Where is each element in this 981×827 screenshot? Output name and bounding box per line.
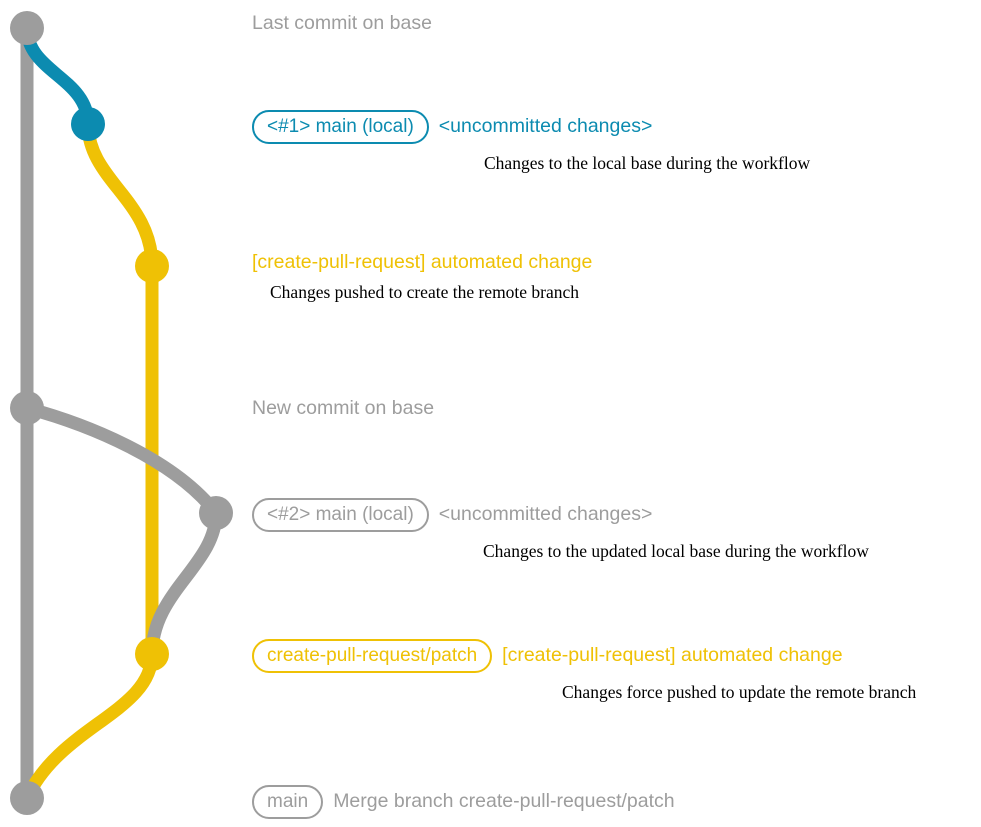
commit-node-local-2[interactable] bbox=[199, 496, 233, 530]
commit-body: Changes pushed to create the remote bran… bbox=[270, 281, 580, 302]
ref-badge-local-1[interactable]: <#1> main (local) bbox=[252, 110, 429, 144]
commit-subject: Last commit on base bbox=[252, 12, 432, 34]
edge-base-to-local-1 bbox=[20, 21, 95, 131]
commit-subject: [create-pull-request] automated change bbox=[502, 644, 843, 667]
commit-body: Changes to the updated local base during… bbox=[483, 541, 869, 561]
commit-row-automated-change-1: [create-pull-request] automated change C… bbox=[252, 251, 593, 303]
edge-patch-2-to-merge bbox=[20, 647, 159, 805]
edge-local-2-to-patch-2 bbox=[145, 506, 223, 661]
commit-row-line: <#1> main (local) <uncommitted changes> bbox=[252, 110, 810, 144]
commit-subject: Merge branch create-pull-request/patch bbox=[333, 790, 675, 813]
commit-graph bbox=[10, 11, 233, 815]
ref-badge-local-2[interactable]: <#2> main (local) bbox=[252, 498, 429, 532]
edge-local-1-to-patch-1 bbox=[81, 117, 159, 273]
commit-node-base-last[interactable] bbox=[10, 11, 44, 45]
commit-row-local-2: <#2> main (local) <uncommitted changes> … bbox=[252, 498, 869, 562]
commit-node-merge[interactable] bbox=[10, 781, 44, 815]
commit-row-line: create-pull-request/patch [create-pull-r… bbox=[252, 639, 916, 673]
commit-row-line: New commit on base bbox=[252, 397, 435, 419]
commit-node-patch-2[interactable] bbox=[135, 637, 169, 671]
commit-row-local-1: <#1> main (local) <uncommitted changes> … bbox=[252, 110, 810, 174]
commit-node-base-new[interactable] bbox=[10, 391, 44, 425]
commit-row-last-commit-on-base: Last commit on base bbox=[252, 12, 432, 34]
commit-row-line: [create-pull-request] automated change bbox=[252, 251, 593, 273]
ref-badge-main[interactable]: main bbox=[252, 785, 324, 819]
commit-subject: New commit on base bbox=[252, 397, 435, 419]
commit-row-merge: main Merge branch create-pull-request/pa… bbox=[252, 785, 675, 819]
commit-row-line: <#2> main (local) <uncommitted changes> bbox=[252, 498, 869, 532]
commit-subject: <uncommitted changes> bbox=[438, 115, 653, 138]
commit-body: Changes force pushed to update the remot… bbox=[562, 682, 917, 702]
commit-subject: [create-pull-request] automated change bbox=[252, 251, 593, 273]
commit-row-line: main Merge branch create-pull-request/pa… bbox=[252, 785, 675, 819]
commit-body: Changes to the local base during the wor… bbox=[484, 153, 811, 173]
commit-row-new-commit-on-base: New commit on base bbox=[252, 397, 435, 419]
commit-row-line: Last commit on base bbox=[252, 12, 432, 34]
commit-node-patch-1[interactable] bbox=[135, 249, 169, 283]
ref-badge-patch-branch[interactable]: create-pull-request/patch bbox=[252, 639, 493, 673]
commit-node-local-1[interactable] bbox=[71, 107, 105, 141]
edge-base-to-local-2 bbox=[20, 401, 223, 520]
commit-subject: <uncommitted changes> bbox=[438, 503, 653, 526]
commit-row-automated-change-2: create-pull-request/patch [create-pull-r… bbox=[252, 639, 916, 703]
